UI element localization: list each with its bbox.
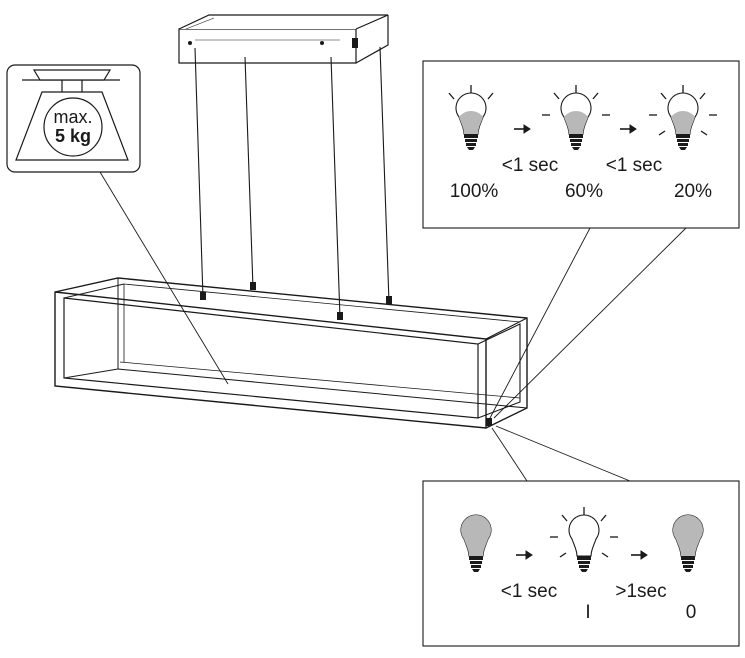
switch-step-label: >1sec: [615, 581, 666, 602]
ceiling-canopy: [178, 14, 389, 64]
bulb-on-icon: [550, 507, 618, 573]
bulb-100-icon: [448, 85, 494, 151]
dimming-callout: <1 sec <1 sec 100% 60% 20%: [422, 60, 740, 229]
dimming-step-label: <1 sec: [606, 155, 663, 176]
weight-label-value: 5 kg: [55, 126, 91, 146]
scale-icon: [15, 69, 129, 161]
bulb-20-icon: [649, 85, 717, 151]
weight-leader-line: [99, 171, 229, 385]
brightness-level-label: 20%: [674, 181, 712, 202]
arrow-right-icon: [631, 550, 648, 560]
switching-callout: <1 sec >1sec I 0: [422, 480, 740, 647]
weight-label-max: max.: [53, 107, 92, 127]
suspension-cables: [194, 46, 390, 319]
switch-state-off-label: 0: [686, 602, 697, 623]
max-weight-callout: max. 5 kg: [6, 64, 141, 173]
dimming-leader-lines: [489, 227, 687, 419]
brightness-level-label: 100%: [450, 181, 499, 202]
arrow-right-icon: [620, 124, 637, 134]
cable-grippers: [200, 282, 392, 320]
dimming-step-label: <1 sec: [502, 155, 559, 176]
switch-state-on-label: I: [585, 602, 590, 623]
switch-step-label: <1 sec: [501, 581, 558, 602]
brightness-level-label: 60%: [565, 181, 603, 202]
arrow-right-icon: [516, 550, 533, 560]
lamp-frame: [54, 277, 528, 429]
bulb-off-icon: [460, 514, 492, 573]
bulb-off-icon: [672, 514, 704, 573]
arrow-right-icon: [514, 124, 531, 134]
bulb-60-icon: [542, 85, 610, 151]
switching-leader-lines: [491, 425, 631, 482]
